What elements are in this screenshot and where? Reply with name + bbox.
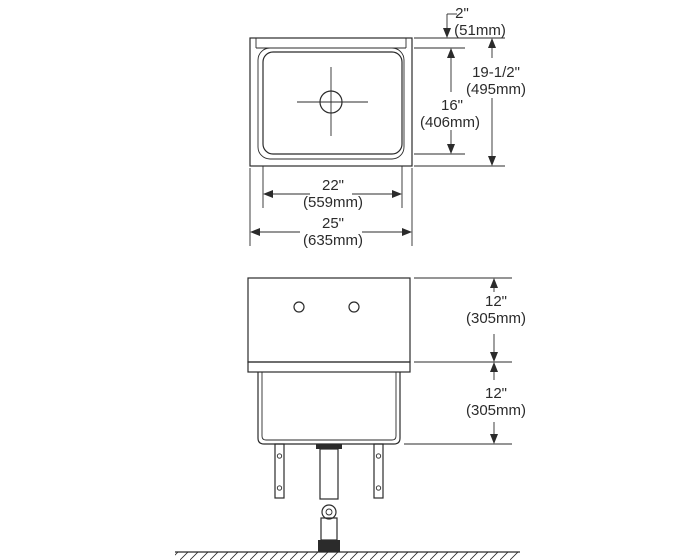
leg-left: [274, 443, 285, 499]
sink-bowl: [257, 372, 401, 445]
faucet-hole-left: [293, 301, 305, 313]
overall-depth-metric: (495mm): [466, 81, 526, 98]
bowl-width-imperial: 22": [322, 177, 344, 194]
leg-right: [373, 443, 384, 499]
top-view-bowl: [262, 51, 403, 155]
lip-depth-metric: (51mm): [454, 22, 506, 39]
bowl-depth-imperial: 16": [441, 97, 463, 114]
top-view-outline: [249, 37, 413, 167]
drain-floor-flange: [318, 540, 340, 552]
top-view-depth-dimensions: [414, 13, 505, 167]
overall-width-metric: (635mm): [303, 232, 363, 249]
lip-depth-imperial: 2": [455, 5, 469, 22]
drain-pipe: [319, 448, 339, 500]
bowl-depth-metric: (406mm): [420, 114, 480, 131]
bowl-height-metric: (305mm): [466, 402, 526, 419]
front-view: [175, 277, 520, 560]
faucet-hole-right: [348, 301, 360, 313]
backsplash-height-imperial: 12": [485, 293, 507, 310]
backsplash: [247, 277, 411, 363]
drain-fitting: [316, 444, 342, 449]
overall-width-imperial: 25": [322, 215, 344, 232]
sink-rim: [247, 361, 411, 373]
backsplash-height-metric: (305mm): [466, 310, 526, 327]
bowl-height-imperial: 12": [485, 385, 507, 402]
bowl-width-metric: (559mm): [303, 194, 363, 211]
floor-hatch: [175, 552, 520, 560]
overall-depth-imperial: 19-1/2": [472, 64, 520, 81]
top-view: [249, 37, 413, 167]
top-view-width-dimensions: [249, 166, 413, 246]
drain-trap: [321, 504, 337, 520]
front-view-height-dimensions: [404, 277, 512, 445]
